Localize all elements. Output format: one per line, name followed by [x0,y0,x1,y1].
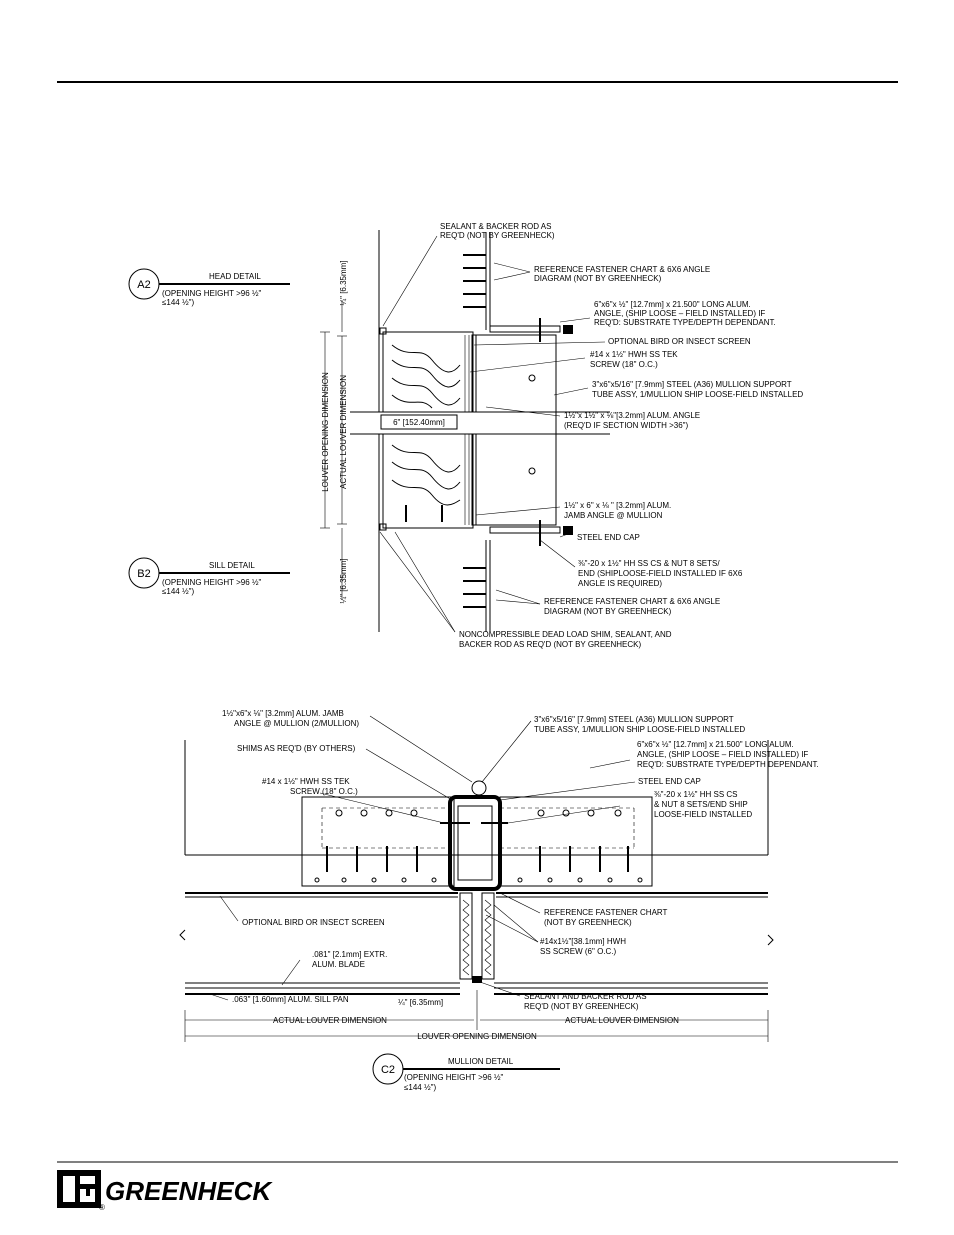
mullion-detail-note-2: ≤144 ½") [404,1083,436,1092]
callout-screen: OPTIONAL BIRD OR INSECT SCREEN [608,337,751,346]
louver-opening-dimension-vertical: LOUVER OPENING DIMENSION [321,372,330,492]
callout-fastener-1: REFERENCE FASTENER CHART & 6X6 ANGLE [534,265,710,274]
mullion-actual-left: ACTUAL LOUVER DIMENSION [273,1016,387,1025]
callout-shim-2: BACKER ROD AS REQ'D (NOT BY GREENHECK) [459,640,641,649]
mullion-detail [179,715,774,1085]
sill-detail-title: SILL DETAIL [209,561,255,570]
mullion-callout-angle-2: ANGLE, (SHIP LOOSE – FIELD INSTALLED) IF [637,750,808,759]
callout-endcap: STEEL END CAP [577,533,640,542]
callout-bolt-1: ⅜"-20 x 1½" HH SS CS & NUT 8 SETS/ [578,559,720,568]
mullion-callout-endcap: STEEL END CAP [638,777,701,786]
greenheck-logo [57,1170,101,1208]
mullion-callout-sealant-2: REQ'D (NOT BY GREENHECK) [524,1002,639,1011]
sill-detail-tag: B2 [137,568,150,580]
mullion-callout-angle-3: REQ'D: SUBSTRATE TYPE/DEPTH DEPENDANT. [637,760,819,769]
mullion-callout-tek-2: SCREW (18" O.C.) [290,787,358,796]
mullion-actual-right: ACTUAL LOUVER DIMENSION [565,1016,679,1025]
sill-clearance: ¼" [6.35mm] [339,558,348,603]
mullion-callout-bolt-3: LOOSE-FIELD INSTALLED [654,810,752,819]
registered-mark: ® [99,1203,105,1212]
actual-louver-dimension-vertical: ACTUAL LOUVER DIMENSION [339,375,348,489]
callout-sealant-2: REQ'D (NOT BY GREENHECK) [440,231,555,240]
mullion-callout-fastener-2: (NOT BY GREENHECK) [544,918,632,927]
mullion-callout-shims: SHIMS AS REQ'D (BY OTHERS) [237,744,356,753]
callout-shim-1: NONCOMPRESSIBLE DEAD LOAD SHIM, SEALANT,… [459,630,672,639]
mullion-callout-blade-1: .081" [2.1mm] EXTR. [312,950,387,959]
mullion-callout-tek-1: #14 x 1½" HWH SS TEK [262,777,350,786]
mullion-callout-tube-2: TUBE ASSY, 1/MULLION SHIP LOOSE-FIELD IN… [534,725,745,734]
callout-fastener-b-2: DIAGRAM (NOT BY GREENHECK) [544,607,672,616]
callout-angle-3: REQ'D: SUBSTRATE TYPE/DEPTH DEPENDANT. [594,318,776,327]
mullion-callout-sill-pan: .063" [1.60mm] ALUM. SILL PAN [232,995,349,1004]
section-detail [128,230,610,633]
top-fasteners [463,254,486,308]
gap-dimension: 6" [152.40mm] [393,418,445,427]
mullion-gap-dimension: ¼" [6.35mm] [398,998,443,1007]
bottom-fasteners [463,567,486,608]
mullion-callout-screen: OPTIONAL BIRD OR INSECT SCREEN [242,918,385,927]
mullion-callout-screw-1: #14x1½"[38.1mm] HWH [540,937,626,946]
mullion-callout-screw-2: SS SCREW (6" O.C.) [540,947,617,956]
mullion-callout-sealant-1: SEALANT AND BACKER ROD AS [524,992,647,1001]
mullion-callout-bolt-1: ⅜"-20 x 1½" HH SS CS [654,790,738,799]
callout-small-angle-1: 1½"x 1½" x ⅛"[3.2mm] ALUM. ANGLE [564,411,700,420]
head-detail-note-1: (OPENING HEIGHT >96 ½" [162,289,262,298]
callout-tek-1: #14 x 1½" HWH SS TEK [590,350,678,359]
callout-angle-1: 6"x6"x ½" [12.7mm] x 21.500" LONG ALUM. [594,300,751,309]
mullion-callout-blade-2: ALUM. BLADE [312,960,365,969]
mullion-detail-title: MULLION DETAIL [448,1057,514,1066]
callout-small-angle-2: (REQ'D IF SECTION WIDTH >36") [564,421,688,430]
callout-tube-2: TUBE ASSY, 1/MULLION SHIP LOOSE-FIELD IN… [592,390,803,399]
mullion-callout-jamb-2: ANGLE @ MULLION (2/MULLION) [234,719,359,728]
callout-sealant-1: SEALANT & BACKER ROD AS [440,222,551,231]
callout-bolt-2: END (SHIPLOOSE-FIELD INSTALLED IF 6X6 [578,569,743,578]
callout-angle-2: ANGLE, (SHIP LOOSE – FIELD INSTALLED) IF [594,309,765,318]
callout-bolt-3: ANGLE IS REQUIRED) [578,579,662,588]
callout-jamb-2: JAMB ANGLE @ MULLION [564,511,663,520]
mullion-detail-tag: C2 [381,1064,395,1076]
mullion-detail-note-1: (OPENING HEIGHT >96 ½" [404,1073,504,1082]
mullion-opening-dimension: LOUVER OPENING DIMENSION [417,1032,537,1041]
head-clearance: ¼" [6.35mm] [339,260,348,305]
head-detail-note-2: ≤144 ½") [162,298,194,307]
mullion-callout-fastener-1: REFERENCE FASTENER CHART [544,908,668,917]
mullion-callout-jamb-1: 1½"x6"x ⅛" [3.2mm] ALUM. JAMB [222,709,344,718]
mullion-callout-tube-1: 3"x6"x5/16" [7.9mm] STEEL (A36) MULLION … [534,715,734,724]
head-detail-tag: A2 [137,279,150,291]
head-detail-title: HEAD DETAIL [209,272,261,281]
sill-detail-note-2: ≤144 ½") [162,587,194,596]
callout-fastener-b-1: REFERENCE FASTENER CHART & 6X6 ANGLE [544,597,720,606]
mullion-callout-angle-1: 6"x6"x ½" [12.7mm] x 21.500" LONG ALUM. [637,740,794,749]
callout-fastener-2: DIAGRAM (NOT BY GREENHECK) [534,274,662,283]
mullion-callout-bolt-2: & NUT 8 SETS/END SHIP [654,800,748,809]
brand-name: GREENHECK [105,1176,273,1206]
callout-tek-2: SCREW (18" O.C.) [590,360,658,369]
callout-tube-1: 3"x6"x5/16" [7.9mm] STEEL (A36) MULLION … [592,380,792,389]
sill-detail-note-1: (OPENING HEIGHT >96 ½" [162,578,262,587]
callout-jamb-1: 1½" x 6" x ⅛ " [3.2mm] ALUM. [564,501,671,510]
